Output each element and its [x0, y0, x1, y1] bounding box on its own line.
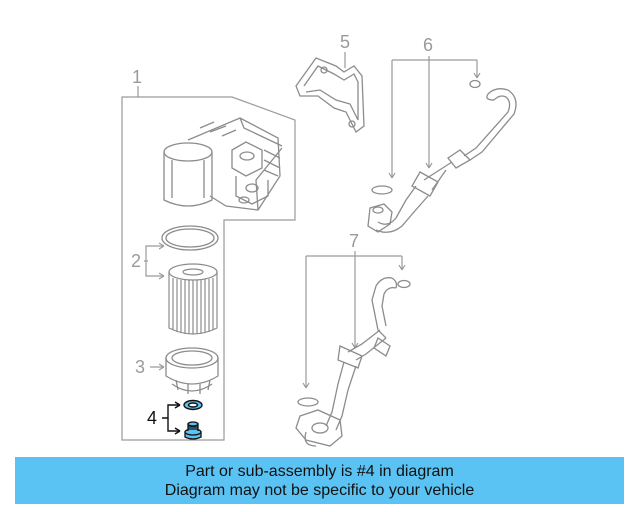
banner-line-1: Part or sub-assembly is #4 in diagram — [185, 462, 454, 480]
callout-7: 7 — [349, 231, 359, 251]
assembly-1-outline — [121, 96, 296, 441]
callout-4: 4 — [147, 408, 157, 428]
callout-7-leader — [302, 251, 406, 389]
info-banner: Part or sub-assembly is #4 in diagram Di… — [15, 457, 624, 504]
callout-2: 2 — [131, 251, 141, 271]
callout-3-leader — [150, 363, 165, 371]
filter-gasket — [161, 225, 219, 251]
callout-4-leader — [162, 401, 181, 435]
bracket — [295, 57, 365, 133]
oil-filter-housing — [163, 117, 283, 211]
filter-cap — [165, 347, 219, 394]
oil-line-lower — [295, 277, 411, 447]
drain-plug-o-ring — [183, 399, 203, 411]
callout-5: 5 — [340, 32, 350, 52]
callout-2-leader — [144, 242, 165, 280]
callout-1: 1 — [132, 67, 142, 87]
callout-6: 6 — [423, 35, 433, 55]
filter-element — [168, 263, 218, 335]
oil-line-upper — [367, 79, 517, 233]
callout-6-leader — [388, 56, 481, 179]
callout-3: 3 — [135, 357, 145, 377]
drain-plug — [184, 421, 202, 440]
banner-line-2: Diagram may not be specific to your vehi… — [164, 481, 475, 499]
